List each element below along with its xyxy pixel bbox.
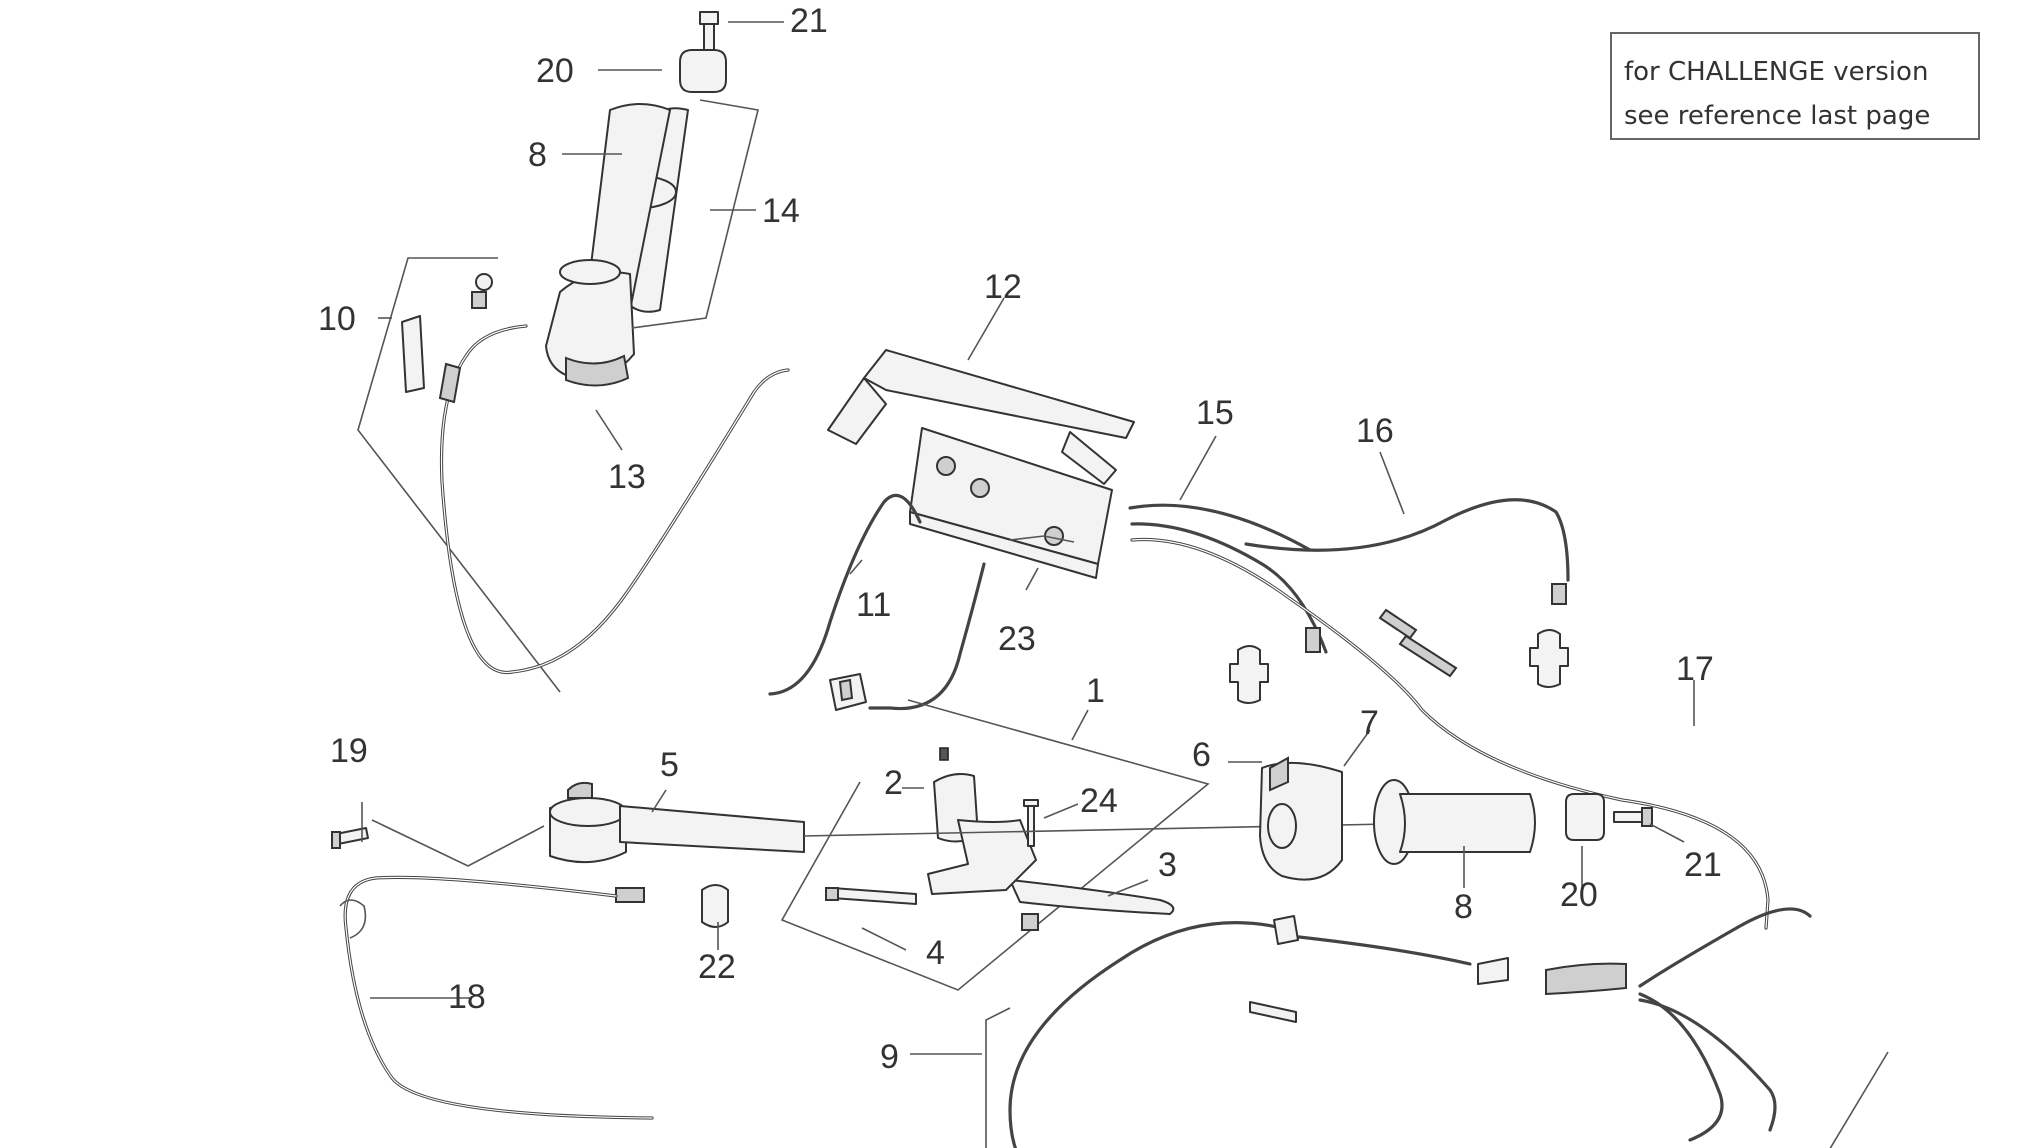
callout-24: 24 — [1080, 782, 1118, 820]
part-20-end-weight-right — [1565, 793, 1605, 841]
callout-labels: 21 20 8 14 10 12 13 15 16 11 23 17 1 6 7… — [318, 2, 1722, 1076]
note-line-1: for CHALLENGE version — [1624, 57, 1929, 87]
cable-15 — [1128, 503, 1770, 930]
note-line-2: see reference last page — [1624, 101, 1931, 131]
cable-16 — [1244, 498, 1570, 678]
callout-7: 7 — [1360, 704, 1379, 742]
part-13-throttle-housing — [545, 259, 635, 387]
clutch-cable-18 — [339, 875, 654, 1120]
callout-4: 4 — [926, 934, 945, 972]
part-4-adjuster — [825, 887, 917, 905]
part-8-grip-right — [1373, 779, 1536, 865]
callout-18: 18 — [448, 978, 486, 1016]
part-21-screw-right — [1613, 807, 1653, 827]
part-6-7-switch-housing — [1259, 756, 1343, 881]
part-20-end-weight-top — [679, 49, 727, 93]
callout-10: 10 — [318, 300, 356, 338]
callout-21-right: 21 — [1684, 846, 1722, 884]
leader-lines — [361, 21, 1695, 1055]
callout-6: 6 — [1192, 736, 1211, 774]
callout-8-right: 8 — [1454, 888, 1473, 926]
callout-12: 12 — [984, 268, 1022, 306]
callout-1: 1 — [1086, 672, 1105, 710]
part-14-bracket-lines — [631, 99, 759, 329]
part-1-clutch-group-bracket — [780, 699, 1210, 991]
part-12-mounting-bracket — [827, 349, 1135, 485]
part-5-handlebar-clip-on — [549, 781, 805, 864]
part-10-throttle-cable-bracket — [357, 257, 561, 693]
callout-23: 23 — [998, 620, 1036, 658]
callout-9: 9 — [880, 1038, 899, 1076]
callout-19: 19 — [330, 732, 368, 770]
part-23-junction-box — [909, 427, 1113, 579]
part-19-bolt — [331, 827, 369, 849]
callout-20-right: 20 — [1560, 876, 1598, 914]
callout-13: 13 — [608, 458, 646, 496]
callout-15: 15 — [1196, 394, 1234, 432]
callout-21-top: 21 — [790, 2, 828, 40]
throttle-cable-10 — [438, 324, 790, 675]
part-3-lever — [927, 819, 1175, 915]
part-22-cable-boot — [615, 884, 729, 928]
callout-14: 14 — [762, 192, 800, 230]
callout-22: 22 — [698, 948, 736, 986]
callout-17: 17 — [1676, 650, 1714, 688]
rubber-boots — [1229, 629, 1569, 704]
challenge-version-note: for CHALLENGE version see reference last… — [1610, 32, 1980, 140]
callout-16: 16 — [1356, 412, 1394, 450]
part-9-cable-bracket — [985, 1007, 1889, 1148]
callout-11: 11 — [856, 586, 891, 624]
cable-9 — [1008, 907, 1812, 1148]
callout-5: 5 — [660, 746, 679, 784]
callout-2: 2 — [884, 764, 903, 802]
cable-11 — [768, 493, 986, 711]
callout-20-top: 20 — [536, 52, 574, 90]
part-19-leader — [371, 819, 545, 867]
callout-3: 3 — [1158, 846, 1177, 884]
callout-8-top: 8 — [528, 136, 547, 174]
part-24-pin — [1021, 799, 1039, 931]
